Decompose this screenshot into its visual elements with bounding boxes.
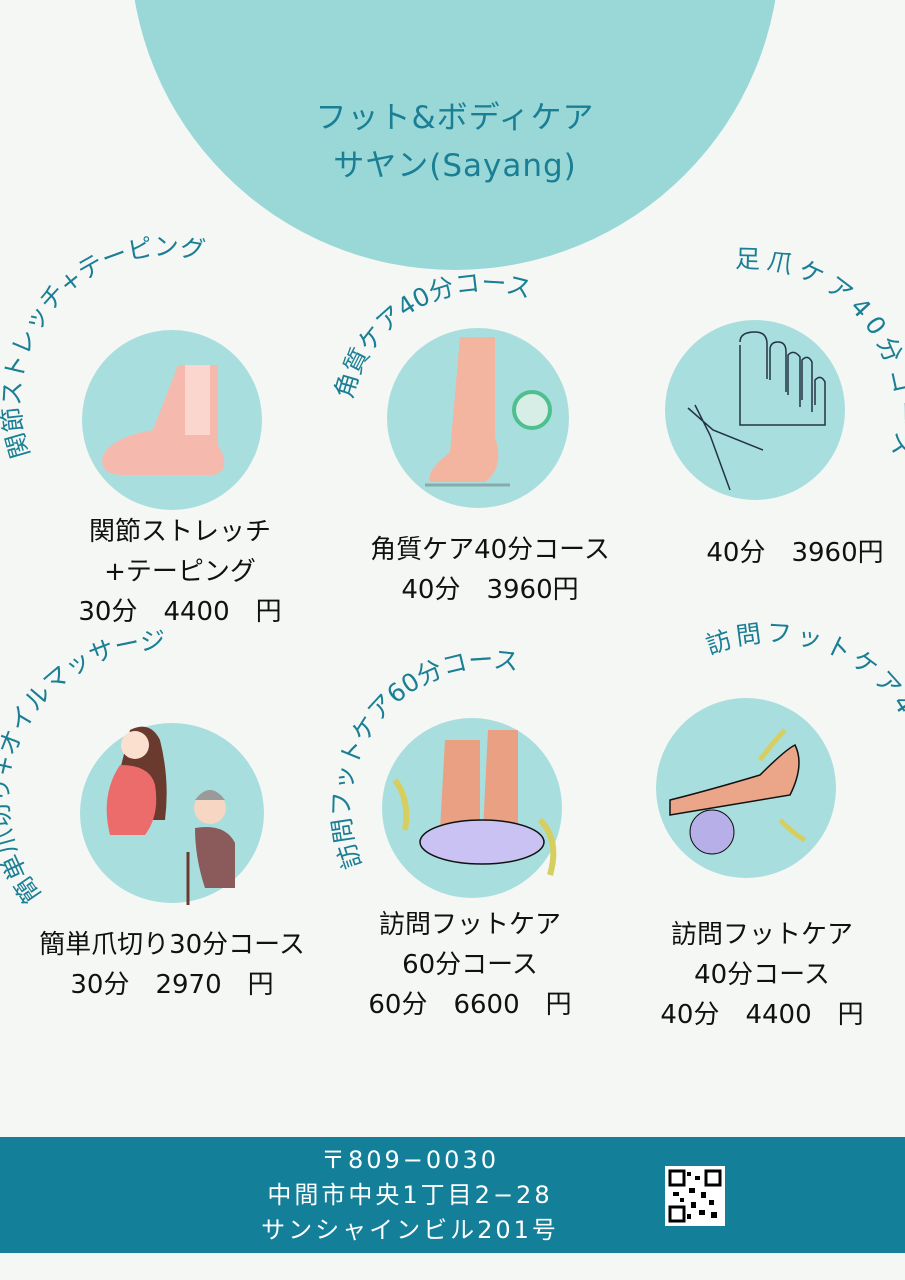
course-name: 簡単爪切り30分コース [39,930,305,960]
heel-callus-icon [425,337,552,487]
course-price: 60分 6600 円 [368,990,572,1020]
course-details: 訪問フットケア 40分コース 40分 4400 円 [660,915,863,1035]
course-price: 40分 3960円 [706,538,884,568]
course-price: 30分 4400 円 [78,597,282,627]
course-details: 角質ケア40分コース 40分 3960円 [370,530,610,610]
course-details: 訪問フットケア 60分コース 60分 6600 円 [368,905,571,1025]
foot-bath-icon [392,730,557,876]
postal-code: 〒809−0030 [321,1146,499,1174]
footer-address-band: 〒809−0030 中間市中央1丁目2−28 サンシャインビル201号 [0,1137,905,1253]
pregnant-elderly-icon [106,726,235,905]
course-name: 関節ストレッチ [88,517,272,547]
header-circle [134,0,776,270]
course-details: 40分 3960円 [706,533,883,573]
course-price: 40分 3960円 [401,575,579,605]
course-details: 簡単爪切り30分コース 30分 2970 円 [39,925,305,1005]
course-name: 訪問フットケア [378,910,562,940]
course-details: 関節ストレッチ +テーピング 30分 4400 円 [78,512,281,632]
address-line2: サンシャインビル201号 [261,1216,559,1244]
shop-title-line2: サヤン(Sayang) [333,148,577,184]
course-name: 60分コース [402,950,538,980]
course-name: 40分コース [694,960,830,990]
course-price: 40分 4400 円 [660,1000,864,1030]
shop-title-line1: フット&ボディケア [315,100,595,136]
course-circle [665,320,845,500]
address-line1: 中間市中央1丁目2−28 [267,1181,553,1209]
course-name: 訪問フットケア [670,920,854,950]
foot-massage-icon [669,728,807,855]
qr-code-icon[interactable] [665,1166,725,1226]
address-block: 〒809−0030 中間市中央1丁目2−28 サンシャインビル201号 [220,1143,600,1248]
course-price: 30分 2970 円 [70,970,274,1000]
course-name: +テーピング [104,557,256,587]
toenail-clipper-icon [687,331,826,491]
course-name: 角質ケア40分コース [370,535,610,565]
foot-bones-icon [102,365,225,475]
